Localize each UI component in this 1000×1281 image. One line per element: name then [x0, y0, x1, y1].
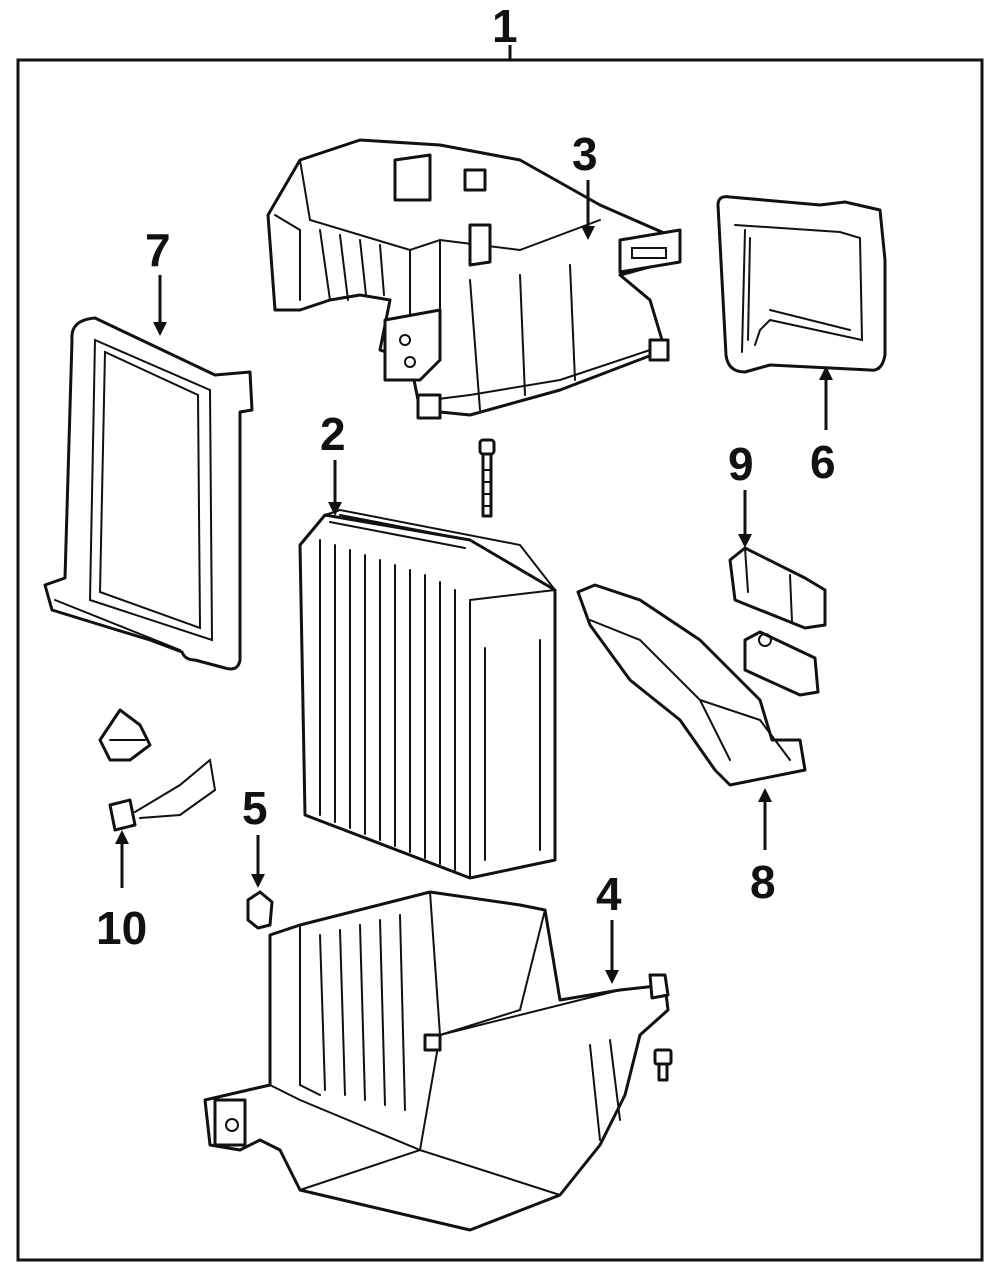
- screw: [478, 438, 496, 518]
- callout-9: 9: [728, 438, 754, 490]
- fitting-part-9: [728, 546, 827, 630]
- expansion-tube-part-8: [576, 583, 820, 787]
- thermistor-part-10: [98, 708, 217, 832]
- callout-3: 3: [572, 128, 598, 180]
- callout-4-arrowhead: [605, 970, 619, 984]
- evaporator-core-part-2: [298, 508, 557, 880]
- callout-7-arrowhead: [153, 322, 167, 336]
- callout-1: 1: [492, 0, 518, 52]
- callout-4: 4: [596, 868, 622, 920]
- seal-frame-part-7: [43, 316, 254, 671]
- assembly-frame: [16, 58, 984, 1262]
- bolt: [653, 1048, 673, 1082]
- callout-7: 7: [145, 224, 171, 276]
- callout-2-arrowhead: [328, 502, 342, 516]
- callout-3-arrowhead: [581, 226, 595, 240]
- callout-2: 2: [320, 408, 346, 460]
- upper-case-part-3: [266, 138, 682, 420]
- callout-6-arrowhead: [819, 366, 833, 380]
- callout-10: 10: [96, 902, 147, 954]
- callout-5-arrowhead: [251, 874, 265, 888]
- callout-5: 5: [242, 782, 268, 834]
- callout-10-arrowhead: [115, 830, 129, 844]
- seal-part-6: [716, 195, 887, 374]
- callout-9-arrowhead: [738, 534, 752, 548]
- callout-8-arrowhead: [758, 788, 772, 802]
- callout-8: 8: [750, 856, 776, 908]
- clip-part-5: [246, 890, 274, 930]
- lower-case-part-4: [203, 890, 670, 1232]
- callout-6: 6: [810, 436, 836, 488]
